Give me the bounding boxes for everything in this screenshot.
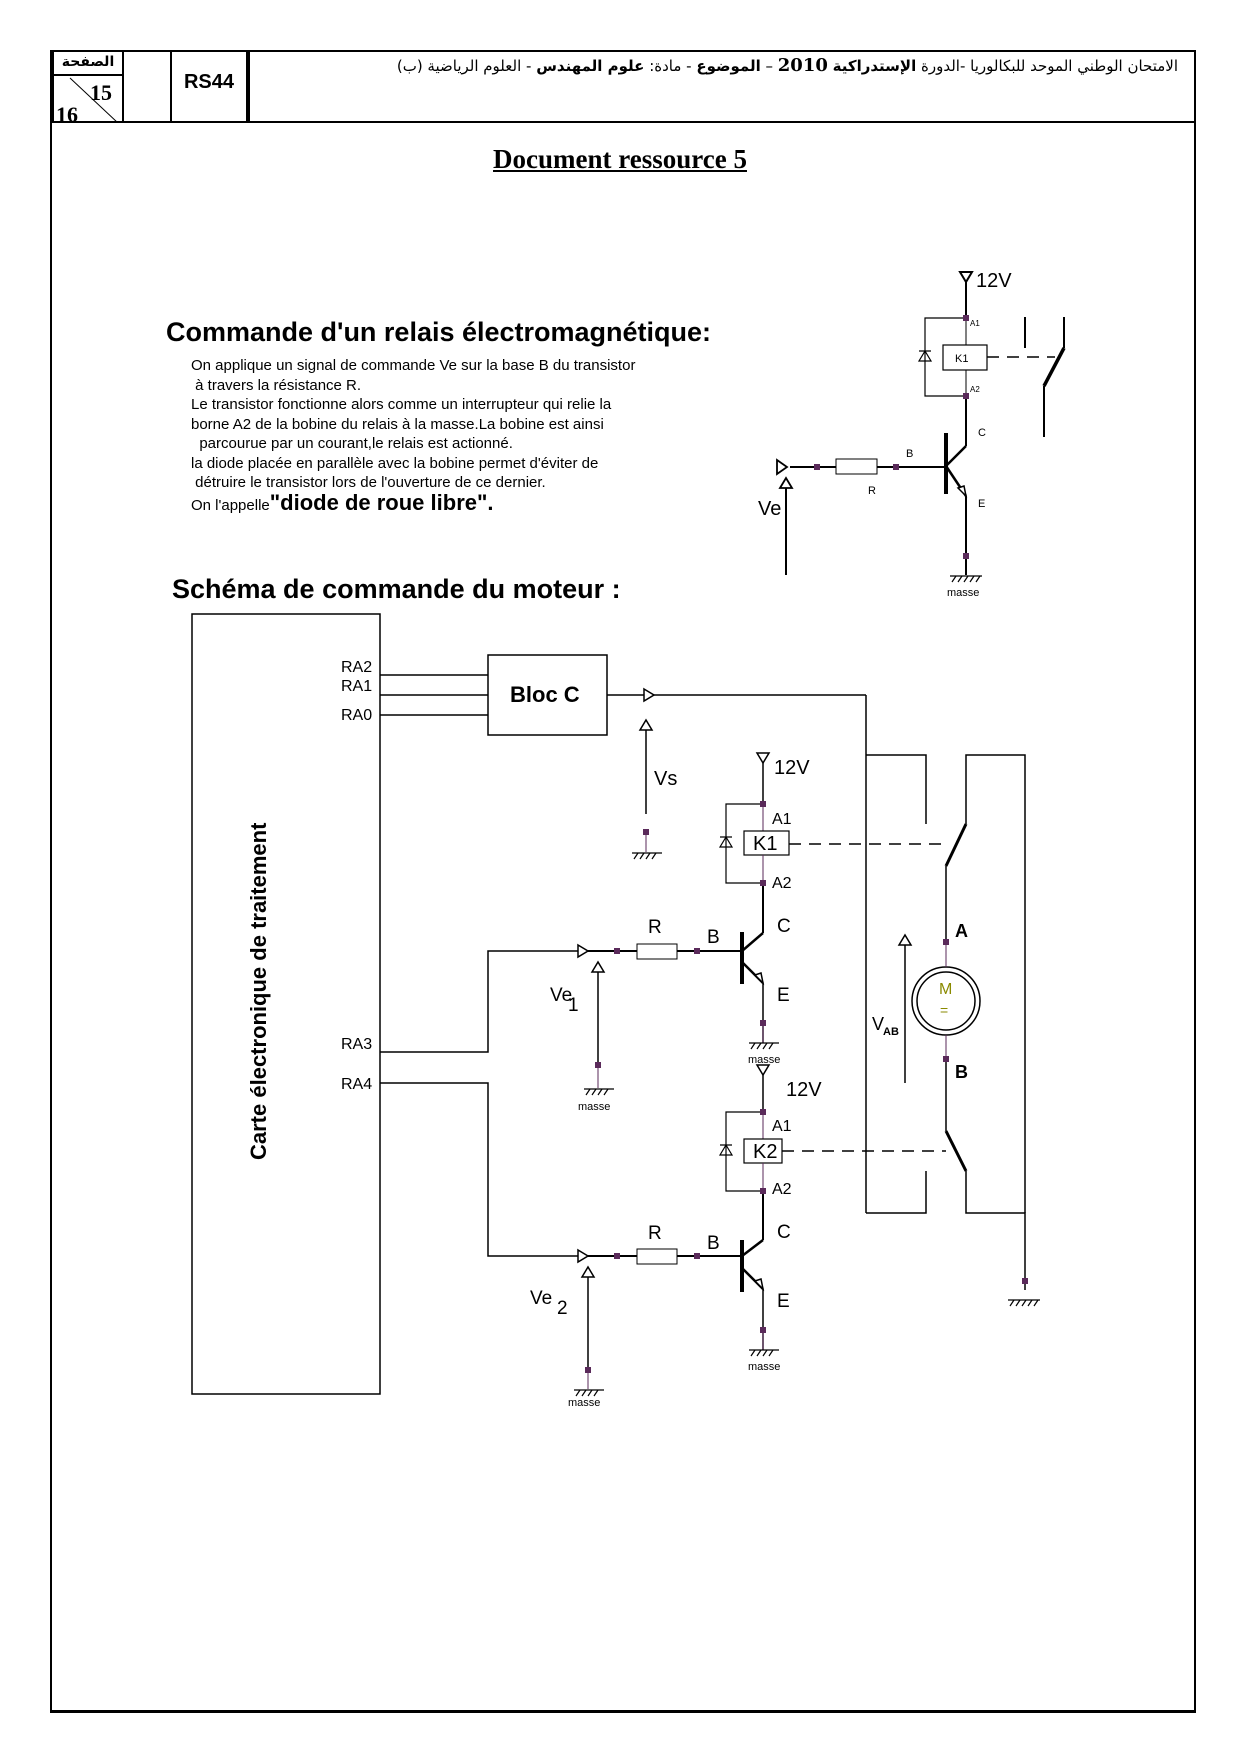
stage2-b: B: [707, 1233, 720, 1254]
resistor-r: [835, 458, 878, 475]
separator: –: [760, 57, 778, 75]
page-number-box: الصفحة 15 16: [52, 50, 124, 127]
stage2-c: C: [777, 1222, 791, 1243]
port-ra0: RA0: [341, 707, 372, 724]
document-title: Document ressource 5: [493, 144, 747, 174]
exam-code: RS44: [170, 50, 250, 123]
a1-label: A1: [970, 319, 980, 328]
desc-line: la diode placée en parallèle avec la bob…: [191, 454, 599, 472]
motor-schema-heading: Schéma de commande du moteur :: [172, 574, 621, 604]
stage2-ve: Ve: [530, 1288, 552, 1309]
board-label: Carte électronique de traitement: [246, 822, 271, 1160]
supply-arrow-icon: [958, 271, 974, 284]
stream: - العلوم الرياضية (ب): [396, 57, 537, 75]
motor-outer: [911, 966, 981, 1036]
vab-label: V: [872, 1014, 884, 1034]
base-label: B: [906, 448, 913, 460]
ground-label: masse: [947, 587, 979, 599]
stage1-ve-sub: 1: [568, 995, 579, 1016]
stage1-b: B: [707, 927, 720, 948]
stage1-input-ground: masse: [578, 1101, 610, 1113]
exam-year: 2010: [777, 55, 828, 76]
port-ra1: RA1: [341, 678, 372, 695]
stage2-input-ground: masse: [568, 1397, 600, 1409]
ve-label: Ve: [758, 498, 781, 520]
stage2-ground: masse: [748, 1361, 780, 1373]
supply-label: 12V: [976, 270, 1012, 292]
desc-line: détruire le transistor lors de l'ouvertu…: [191, 474, 546, 491]
stage1-relay: K1: [753, 833, 777, 855]
stage2-a1: A1: [772, 1118, 792, 1135]
motor-terminal-b: B: [955, 1062, 968, 1082]
port-ra2: RA2: [341, 659, 372, 676]
page-label: الصفحة: [54, 52, 122, 76]
stage1-ground: masse: [748, 1054, 780, 1066]
subject-sep: - مادة:: [644, 57, 697, 75]
stage2-ve-sub: 2: [557, 1298, 568, 1319]
stage1-supply: 12V: [774, 757, 810, 779]
collector-label: C: [978, 427, 986, 439]
header-divider: [50, 121, 1196, 123]
bloc-c-label: Bloc C: [510, 682, 580, 707]
motor-schema: [191, 613, 1040, 1397]
desc-line-prefix: On l'appelle: [191, 496, 270, 514]
relay-label: K1: [955, 353, 968, 365]
exam-title: الامتحان الوطني الموحد للبكالوريا -الدور…: [258, 55, 1178, 76]
page-frame: [50, 50, 1196, 1713]
motor-label: M: [939, 981, 952, 998]
emitter-label: E: [978, 498, 985, 510]
resistor-label: R: [868, 485, 876, 497]
vab-sub: AB: [883, 1026, 899, 1038]
stage1-a2: A2: [772, 875, 792, 892]
desc-line: Le transistor fonctionne alors comme un …: [191, 396, 612, 413]
page-current: 15: [90, 80, 112, 105]
processing-board: [191, 613, 381, 1395]
motor-terminal-a: A: [955, 921, 968, 941]
relay-description: On applique un signal de commande Ve sur…: [191, 356, 635, 515]
motor-dc-symbol: =: [940, 1002, 948, 1018]
relay-coil-k1-stage1: [743, 830, 790, 856]
relay-heading: Commande d'un relais électromagnétique:: [166, 317, 712, 347]
stage1-a1: A1: [772, 811, 792, 828]
subject-label: الموضوع: [696, 57, 761, 75]
desc-line: borne A2 de la bobine du relais à la mas…: [191, 415, 604, 433]
relay-coil-k1: [942, 344, 988, 371]
stage1-c: C: [777, 916, 791, 937]
stage1-r: R: [648, 917, 662, 938]
stage2-relay: K2: [753, 1141, 777, 1163]
motor-inner: [916, 971, 976, 1031]
stage2-supply: 12V: [786, 1079, 822, 1101]
stage1-e: E: [777, 985, 790, 1006]
stage1-ve: Ve: [550, 985, 572, 1006]
page-total: 16: [56, 102, 78, 127]
port-ra4: RA4: [341, 1076, 372, 1093]
desc-line: parcourue par un courant,le relais est a…: [191, 435, 513, 452]
stage2-a2: A2: [772, 1181, 792, 1198]
port-ra3: RA3: [341, 1036, 372, 1053]
stage2-r: R: [648, 1223, 662, 1244]
desc-line: à travers la résistance R.: [191, 376, 362, 394]
motor-schema-labels: Carte électronique de traitement RA2 RA1…: [246, 659, 968, 1409]
subject: علوم المهندس: [536, 57, 645, 75]
resistor-r-stage1: [636, 943, 678, 960]
stage2-e: E: [777, 1291, 790, 1312]
desc-line: On applique un signal de commande Ve sur…: [191, 357, 636, 374]
page-diagonal: [69, 77, 119, 123]
diode-icon: [917, 349, 933, 362]
relay-diagram-labels: 12V K1 A1 A2 B C E R Ve masse: [758, 270, 1012, 599]
a2-label: A2: [970, 385, 980, 394]
vs-label: Vs: [654, 768, 677, 790]
exam-title-prefix: الامتحان الوطني الموحد للبكالوريا -الدور…: [916, 57, 1178, 75]
freewheel-diode-term: "diode de roue libre".: [269, 489, 494, 515]
connection-nodes: [585, 801, 1028, 1373]
resistor-r-stage2: [636, 1248, 678, 1265]
relay-diagram: [776, 271, 1066, 583]
exam-session: الإستدراكية: [832, 57, 917, 75]
